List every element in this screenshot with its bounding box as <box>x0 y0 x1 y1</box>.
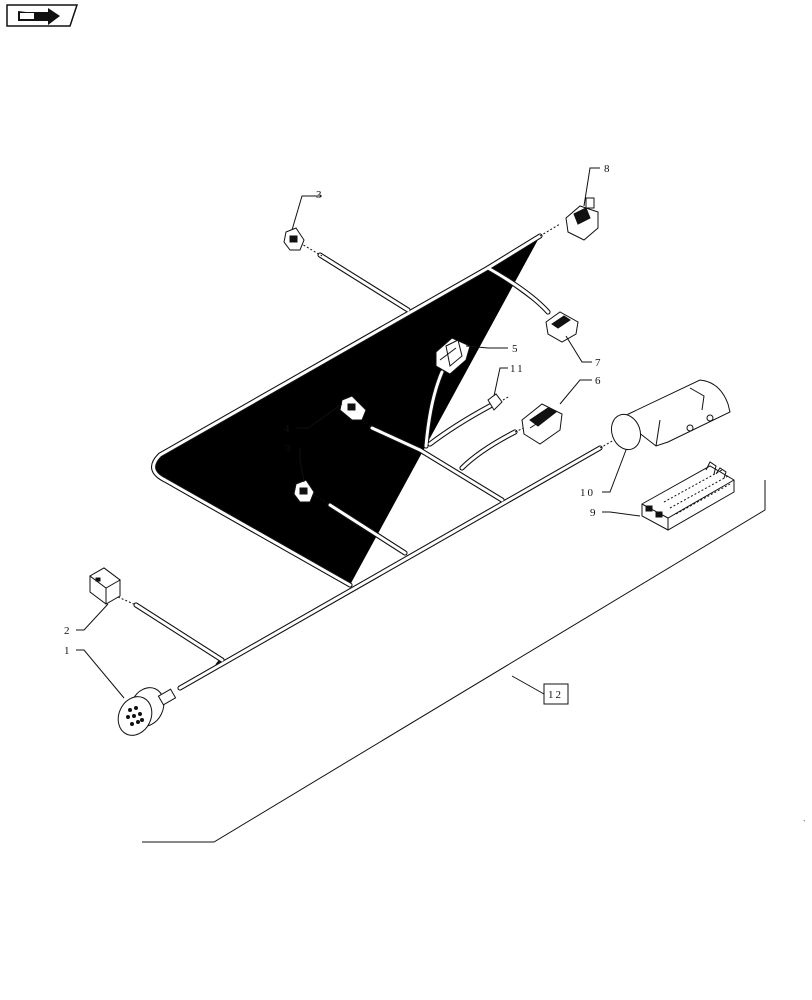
callout-8: 8 <box>604 163 612 175</box>
part-10-cover-housing <box>610 379 731 451</box>
callout-5: 5 <box>512 343 520 355</box>
callout-11: 11 <box>510 363 525 375</box>
connector-dash-lines <box>117 223 615 606</box>
part-9-fuse-block <box>641 461 735 531</box>
part-3-connector-lower <box>293 479 315 503</box>
stray-mark: ` <box>803 819 808 828</box>
part-7-connector <box>545 311 579 343</box>
part-1-round-connector <box>117 687 177 736</box>
callout-6: 6 <box>595 375 603 387</box>
part-4-connector <box>339 395 367 421</box>
callout-3-top: 3 <box>316 189 324 201</box>
callout-1: 1 <box>64 645 72 657</box>
callout-9: 9 <box>590 507 598 519</box>
next-page-arrow-icon[interactable] <box>6 4 79 27</box>
callout-4: 4 <box>284 423 292 435</box>
callout-2: 2 <box>64 625 72 637</box>
part-3-connector-top <box>283 227 305 251</box>
harness-cables <box>136 236 600 688</box>
callout-10: 10 <box>580 487 595 499</box>
part-12-bracket-lines <box>142 480 766 843</box>
callout-3-lower: 3 <box>285 443 293 455</box>
callout-12-box <box>543 683 569 705</box>
part-6-connector <box>521 403 563 445</box>
leader-lines <box>76 167 641 699</box>
callout-7: 7 <box>595 357 603 369</box>
part-11-terminal <box>487 393 503 411</box>
callout-labels: 1 2 3 3 4 5 6 7 8 9 10 11 12 <box>64 163 612 705</box>
part-2-plug-connector <box>89 567 121 605</box>
cable-inner <box>134 234 602 690</box>
part-5-connector <box>435 337 471 375</box>
callout-12: 12 <box>548 689 563 701</box>
part-8-connector <box>565 197 599 241</box>
